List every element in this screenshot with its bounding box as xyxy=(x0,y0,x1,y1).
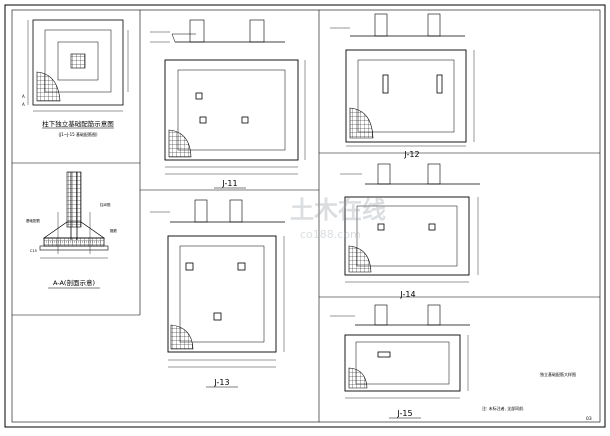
legend-note: 注: 未标注者, 全部同前. xyxy=(482,405,524,411)
watermark-text: 土木在线 xyxy=(290,196,386,224)
watermark: 土木在线 co188.com xyxy=(290,196,386,241)
sheet-border xyxy=(4,4,606,428)
section-title: A-A(剖面示意) xyxy=(53,278,95,287)
footing-j15: J-15 xyxy=(330,304,470,419)
section-a-a: C15 柱纵筋 基础配筋 箍筋 A-A(剖面示意) xyxy=(26,171,117,289)
footing-j12: J-12 xyxy=(330,13,475,159)
inner-border xyxy=(11,9,601,423)
legend-title: 独立基础配筋大样图 xyxy=(540,371,576,377)
label-j14: J-14 xyxy=(399,290,415,299)
footing-j11: J-11 xyxy=(150,19,306,189)
svg-text:A: A xyxy=(22,102,25,107)
label-j15: J-15 xyxy=(396,409,412,418)
detail-title: 柱下独立基础配筋示意图 xyxy=(42,119,114,128)
section-note-2: 基础配筋 xyxy=(26,218,40,223)
footing-j13: J-13 xyxy=(150,199,285,388)
sheet-number: 03 xyxy=(586,416,592,422)
footing-j14: J-14 xyxy=(340,163,480,299)
svg-text:A: A xyxy=(22,94,25,99)
svg-text:C15: C15 xyxy=(30,249,37,253)
watermark-sub: co188.com xyxy=(300,228,361,241)
detail-subtitle: (J1~J-15 基础配筋图) xyxy=(58,131,97,137)
label-j13: J-13 xyxy=(213,378,229,387)
section-note-3: 箍筋 xyxy=(110,228,117,233)
section-note-1: 柱纵筋 xyxy=(100,202,111,207)
footing-detail-plan: A A 柱下独立基础配筋示意图 (J1~J-15 基础配筋图) xyxy=(22,19,129,137)
label-j12: J-12 xyxy=(403,150,419,159)
label-j11: J-11 xyxy=(221,179,237,188)
